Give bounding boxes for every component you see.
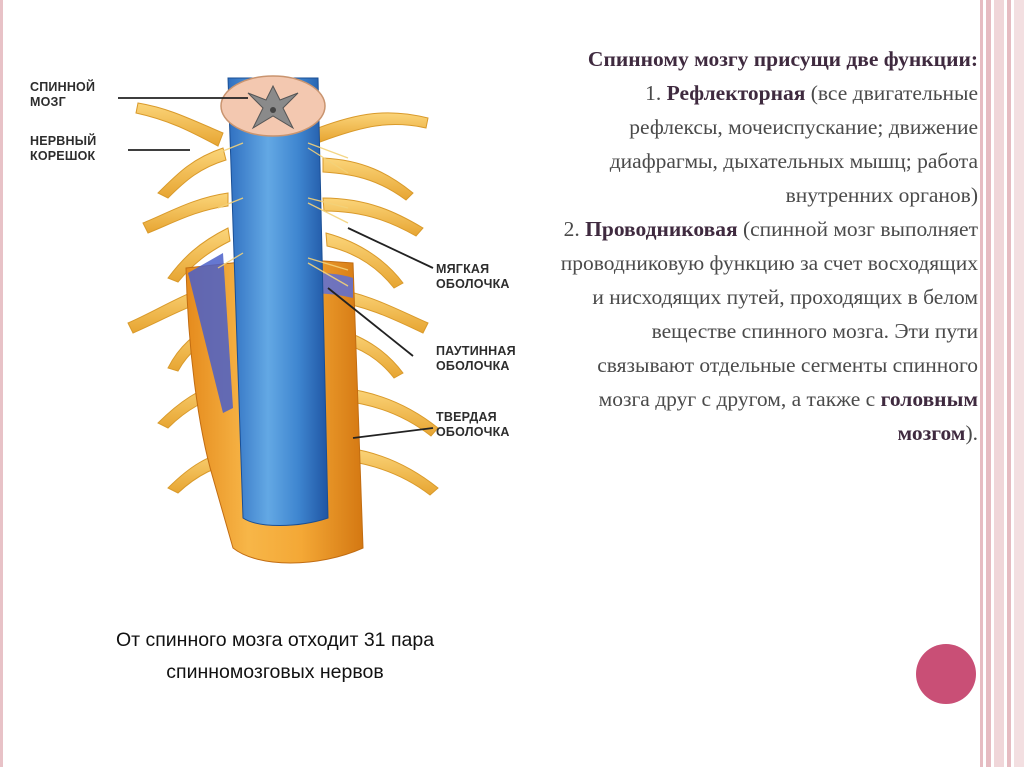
leader-lines — [118, 97, 434, 439]
decorative-circle — [916, 644, 976, 704]
decorative-stripes — [980, 0, 1024, 767]
functions-heading: Спинному мозгу присущи две функции: — [587, 47, 978, 71]
figure-caption: От спинного мозга отходит 31 пара спинно… — [115, 629, 435, 683]
label-nerve-root: НЕРВНЫЙ КОРЕШОК — [30, 134, 97, 163]
label-pia-mater: МЯГКАЯ ОБОЛОЧКА — [436, 262, 510, 291]
arachnoid-mater — [188, 253, 233, 413]
item2-title: Проводниковая — [585, 217, 738, 241]
item1-title: Рефлекторная — [666, 81, 806, 105]
item2-strong-tail: головным мозгом — [880, 387, 978, 445]
spinal-cord-illustration — [118, 75, 439, 564]
item2-end: ). — [965, 421, 978, 445]
spinal-cord-body — [227, 77, 329, 526]
spinal-cord-diagram: СПИННОЙ МОЗГ НЕРВНЫЙ КОРЕШОК МЯГКАЯ ОБОЛ… — [18, 48, 573, 573]
item2-body: (спинной мозг выполняет проводниковую фу… — [560, 217, 978, 411]
functions-text: Спинному мозгу присущи две функции: 1. Р… — [560, 42, 978, 450]
item2-number: 2. — [563, 217, 586, 241]
label-dura-mater: ТВЕРДАЯ ОБОЛОЧКА — [436, 410, 510, 439]
item1-number: 1. — [645, 81, 667, 105]
item1-body: (все двигательные рефлексы, мочеиспускан… — [609, 81, 978, 207]
label-spinal-cord: СПИННОЙ МОЗГ — [30, 80, 96, 109]
label-arachnoid-mater: ПАУТИННАЯ ОБОЛОЧКА — [436, 344, 516, 373]
left-border — [0, 0, 3, 767]
